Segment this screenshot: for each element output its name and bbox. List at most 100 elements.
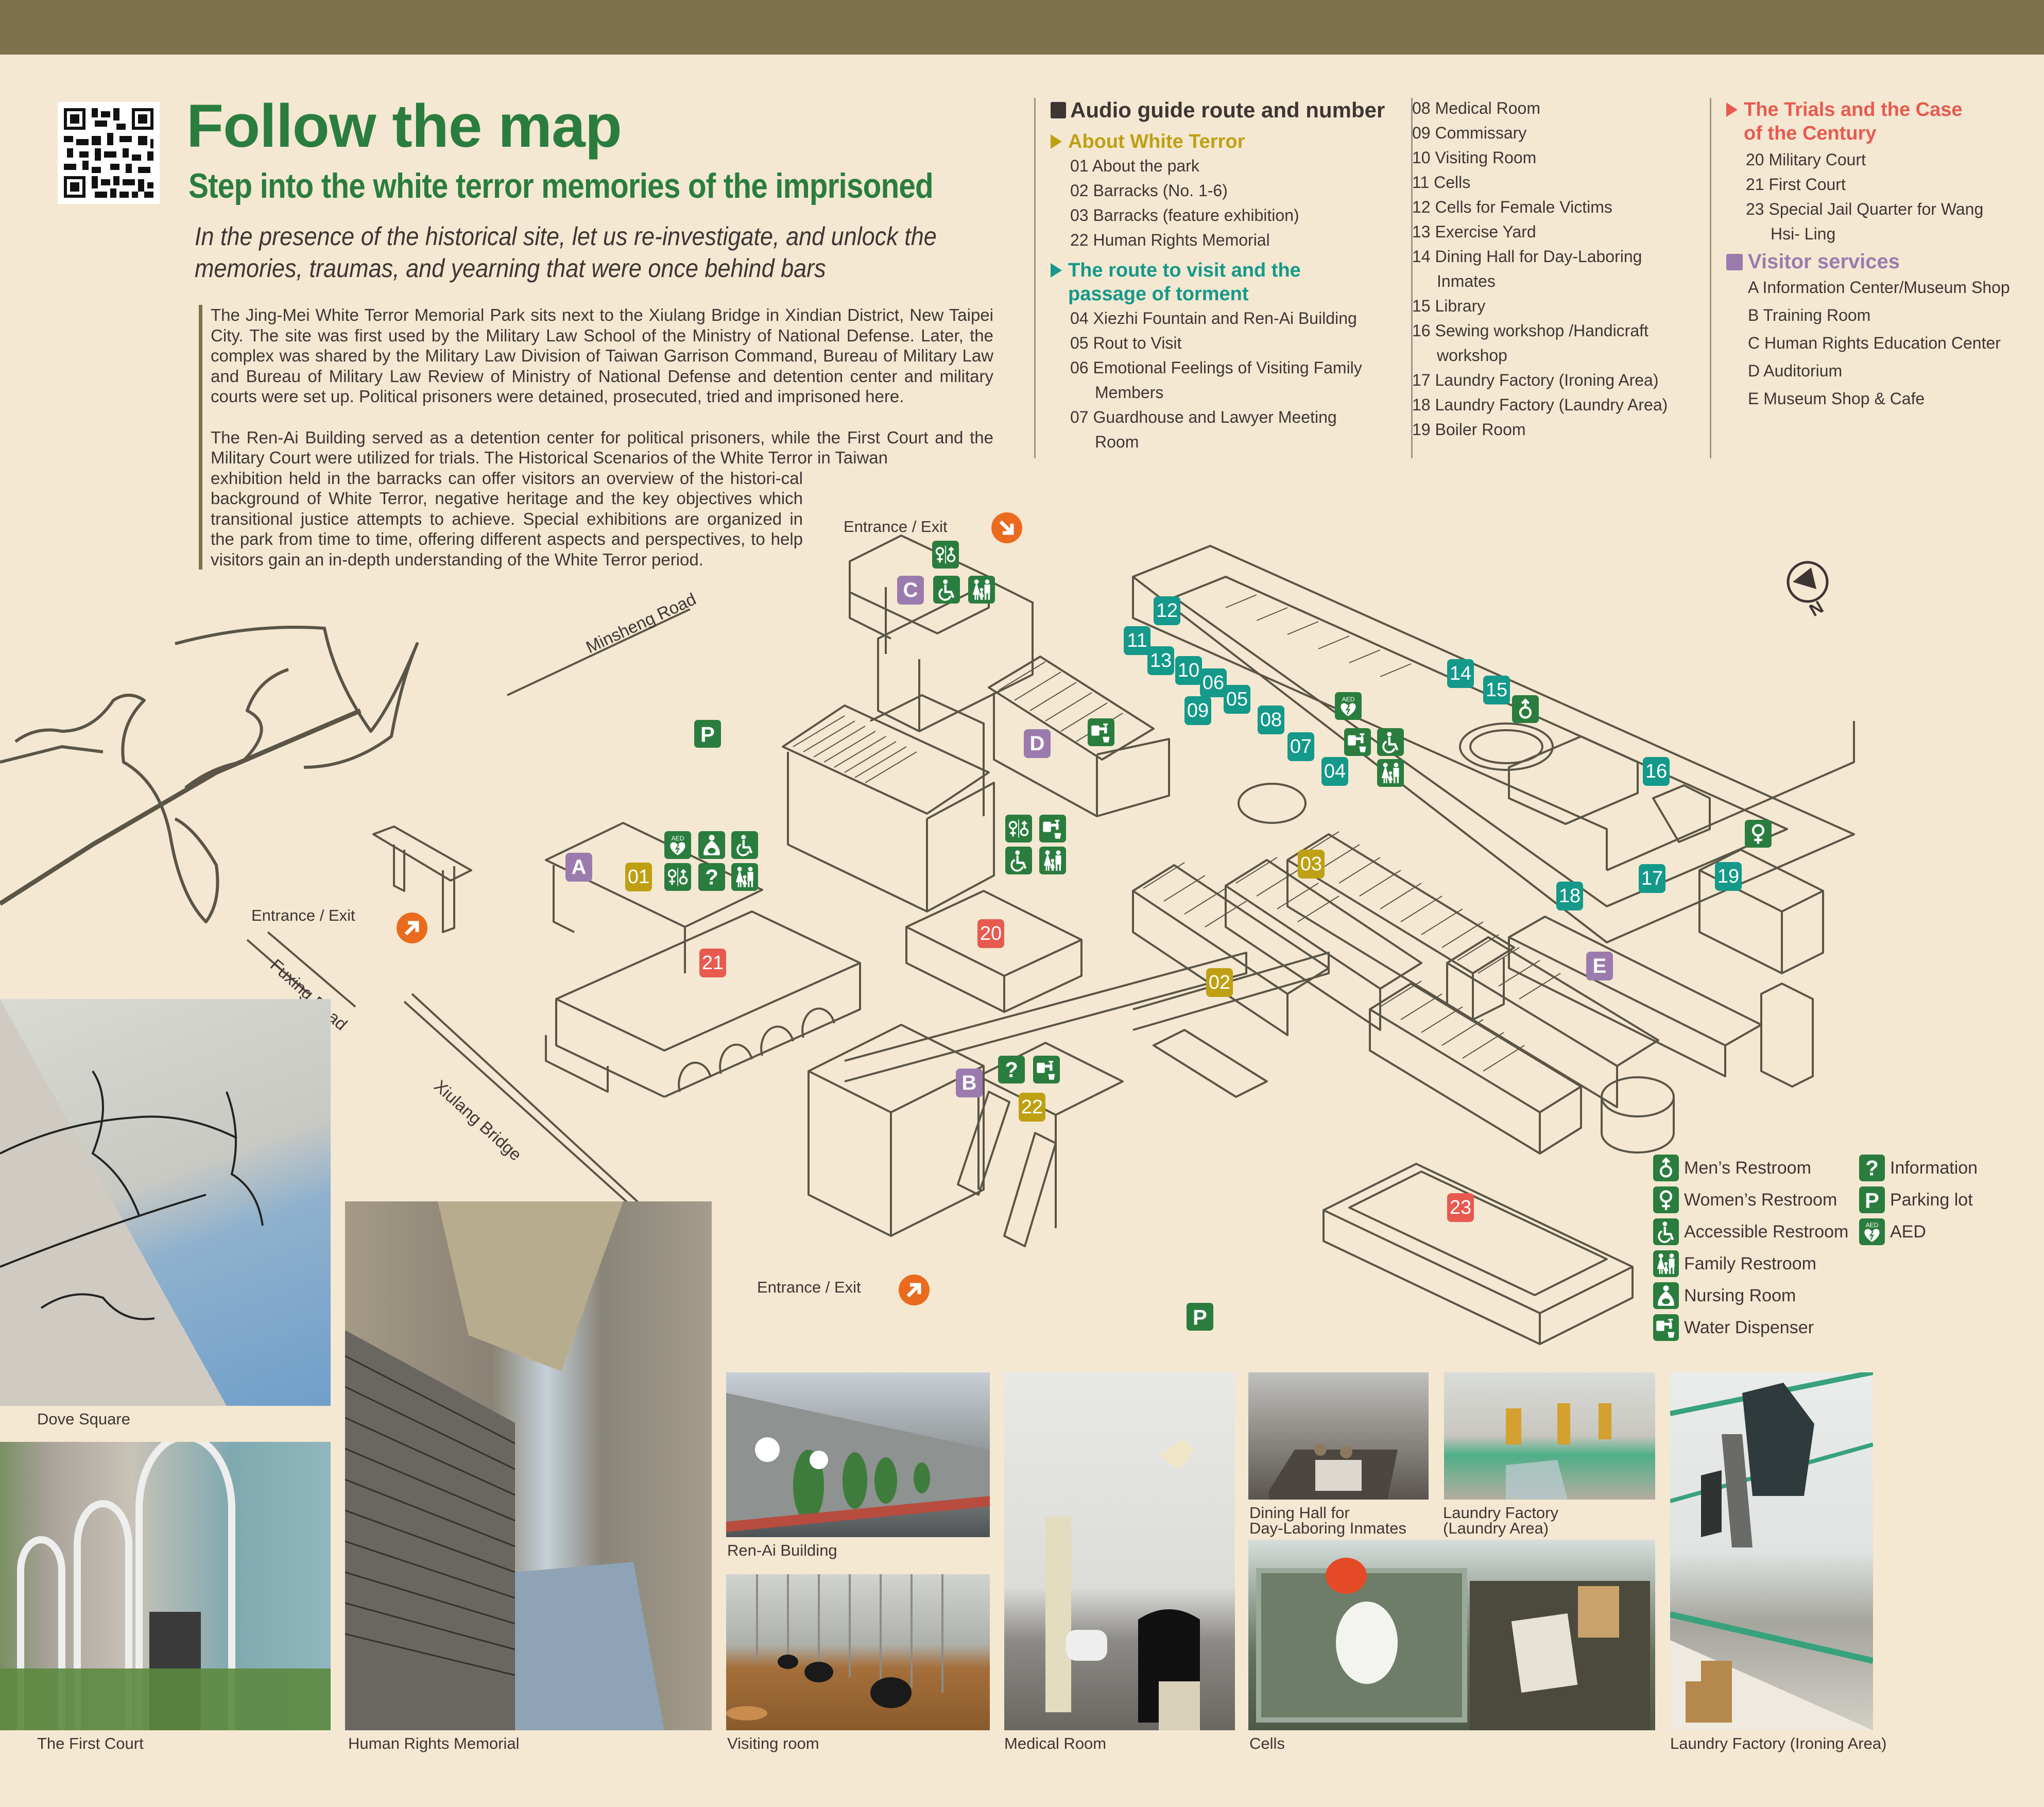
entrance-exit-arrow[interactable]	[991, 512, 1022, 543]
map-stop-08[interactable]: 08	[1258, 705, 1284, 734]
legend-item: 08 Medical Room	[1412, 99, 1540, 117]
accessible-restroom-icon	[1653, 1218, 1679, 1245]
photo-ren-ai-building	[726, 1372, 990, 1537]
information-icon: ?	[1859, 1155, 1885, 1181]
symbol-legend-item: Nursing Room	[1653, 1282, 1796, 1309]
restroom-icon[interactable]	[932, 541, 959, 569]
triangle-bullet-icon	[1051, 263, 1062, 278]
svg-text:AED: AED	[1342, 696, 1355, 703]
parking-icon[interactable]: P	[694, 720, 721, 748]
map-stop-04[interactable]: 04	[1321, 757, 1348, 786]
map-stop-21[interactable]: 21	[699, 949, 726, 977]
photo-laundry-area	[1444, 1372, 1655, 1500]
water-dispenser-icon[interactable]	[1088, 718, 1114, 746]
map-stop-14[interactable]: 14	[1447, 659, 1474, 688]
map-stop-01[interactable]: 01	[625, 863, 652, 891]
symbol-label: Information	[1890, 1158, 1978, 1178]
map-stop-16[interactable]: 16	[1643, 757, 1670, 786]
legend-item: 19 Boiler Room	[1412, 420, 1526, 439]
symbol-legend-item: Family Restroom	[1653, 1250, 1816, 1277]
accessible-restroom-icon[interactable]	[933, 576, 960, 604]
water-dispenser-icon[interactable]	[1033, 1056, 1060, 1083]
photo-caption: Dove Square	[37, 1410, 130, 1428]
family-restroom-icon[interactable]	[1377, 759, 1404, 787]
legend-divider	[1710, 98, 1711, 458]
legend-item: B Training Room	[1748, 306, 1871, 324]
symbol-legend-item: Accessible Restroom	[1653, 1218, 1848, 1245]
photo-caption: Laundry Factory (Ironing Area)	[1670, 1734, 1887, 1752]
page-title: Follow the map	[186, 92, 622, 160]
nursing-room-icon[interactable]	[698, 831, 725, 859]
legend-item: 03 Barracks (feature exhibition)	[1070, 206, 1299, 225]
map-stop-D[interactable]: D	[1024, 729, 1051, 758]
photo-human-rights-memorial	[345, 1201, 712, 1730]
entrance-label: Entrance / Exit	[251, 906, 355, 924]
legend-item: 13 Exercise Yard	[1412, 222, 1536, 241]
parking-icon: P	[1859, 1186, 1885, 1213]
map-stop-19[interactable]: 19	[1715, 862, 1742, 891]
family-restroom-icon[interactable]	[968, 576, 995, 604]
legend-item: 11 Cells	[1412, 173, 1471, 192]
map-stop-18[interactable]: 18	[1556, 882, 1583, 910]
arrow-down-right-icon	[999, 520, 1014, 535]
water-dispenser-icon[interactable]	[1344, 728, 1371, 756]
information-icon[interactable]: ?	[998, 1056, 1025, 1083]
map-stop-02[interactable]: 02	[1206, 968, 1233, 997]
parking-icon[interactable]: P	[1187, 1303, 1213, 1331]
map-stop-11[interactable]: 11	[1124, 626, 1150, 655]
accessible-restroom-icon[interactable]	[1005, 847, 1032, 874]
water-dispenser-icon[interactable]	[1039, 815, 1066, 842]
entrance-exit-arrow[interactable]	[397, 913, 427, 943]
svg-text:P: P	[700, 722, 715, 745]
qr-code-icon[interactable]	[58, 102, 160, 204]
compass-n-label: N	[1806, 597, 1827, 621]
aed-icon[interactable]: AED	[664, 831, 691, 859]
svg-text:P: P	[1193, 1305, 1207, 1328]
restroom-icon[interactable]	[664, 863, 691, 891]
map-stop-A[interactable]: A	[565, 853, 592, 882]
map-stop-05[interactable]: 05	[1224, 685, 1250, 714]
map-stop-03[interactable]: 03	[1298, 850, 1325, 879]
map-stop-20[interactable]: 20	[977, 919, 1004, 948]
intro-paragraph-2b: exhibition held in the barracks can offe…	[211, 468, 803, 569]
water-dispenser-icon	[1653, 1314, 1679, 1341]
symbol-label: Nursing Room	[1684, 1285, 1796, 1305]
map-stop-06[interactable]: 06	[1200, 668, 1227, 697]
audio-guide-legend: Audio guide route and number About White…	[1051, 98, 1406, 454]
map-stop-13[interactable]: 13	[1147, 646, 1174, 675]
map-stop-15[interactable]: 15	[1483, 676, 1510, 704]
female-restroom-icon[interactable]	[1745, 820, 1772, 848]
restroom-icon[interactable]	[1005, 815, 1032, 842]
svg-text:P: P	[1865, 1189, 1879, 1211]
map-stop-E[interactable]: E	[1586, 952, 1613, 980]
arrow-up-right-icon	[404, 921, 419, 936]
legend-item: 22 Human Rights Memorial	[1070, 231, 1270, 249]
photo-ironing-area	[1670, 1372, 1873, 1730]
family-restroom-icon[interactable]	[731, 863, 758, 891]
map-stop-17[interactable]: 17	[1639, 864, 1665, 893]
family-restroom-icon[interactable]	[1039, 847, 1066, 874]
map-stop-B[interactable]: B	[956, 1069, 983, 1097]
accessible-restroom-icon[interactable]	[1377, 728, 1404, 756]
legend-item: 18 Laundry Factory (Laundry Area)	[1412, 395, 1668, 414]
male-restroom-icon[interactable]	[1512, 695, 1539, 723]
map-stop-10[interactable]: 10	[1175, 656, 1202, 685]
information-icon[interactable]: ?	[698, 863, 725, 891]
accessible-restroom-icon[interactable]	[731, 831, 758, 859]
map-stop-C[interactable]: C	[897, 576, 924, 605]
map-stop-07[interactable]: 07	[1287, 732, 1314, 761]
entrance-label: Entrance / Exit	[844, 518, 948, 536]
map-stop-22[interactable]: 22	[1019, 1093, 1045, 1122]
map-stop-12[interactable]: 12	[1154, 596, 1180, 625]
photo-caption: Cells	[1249, 1734, 1285, 1752]
map-stop-23[interactable]: 23	[1447, 1193, 1474, 1222]
entrance-exit-arrow[interactable]	[899, 1275, 930, 1305]
map-stop-09[interactable]: 09	[1184, 696, 1211, 725]
aed-icon[interactable]: AED	[1335, 692, 1362, 720]
